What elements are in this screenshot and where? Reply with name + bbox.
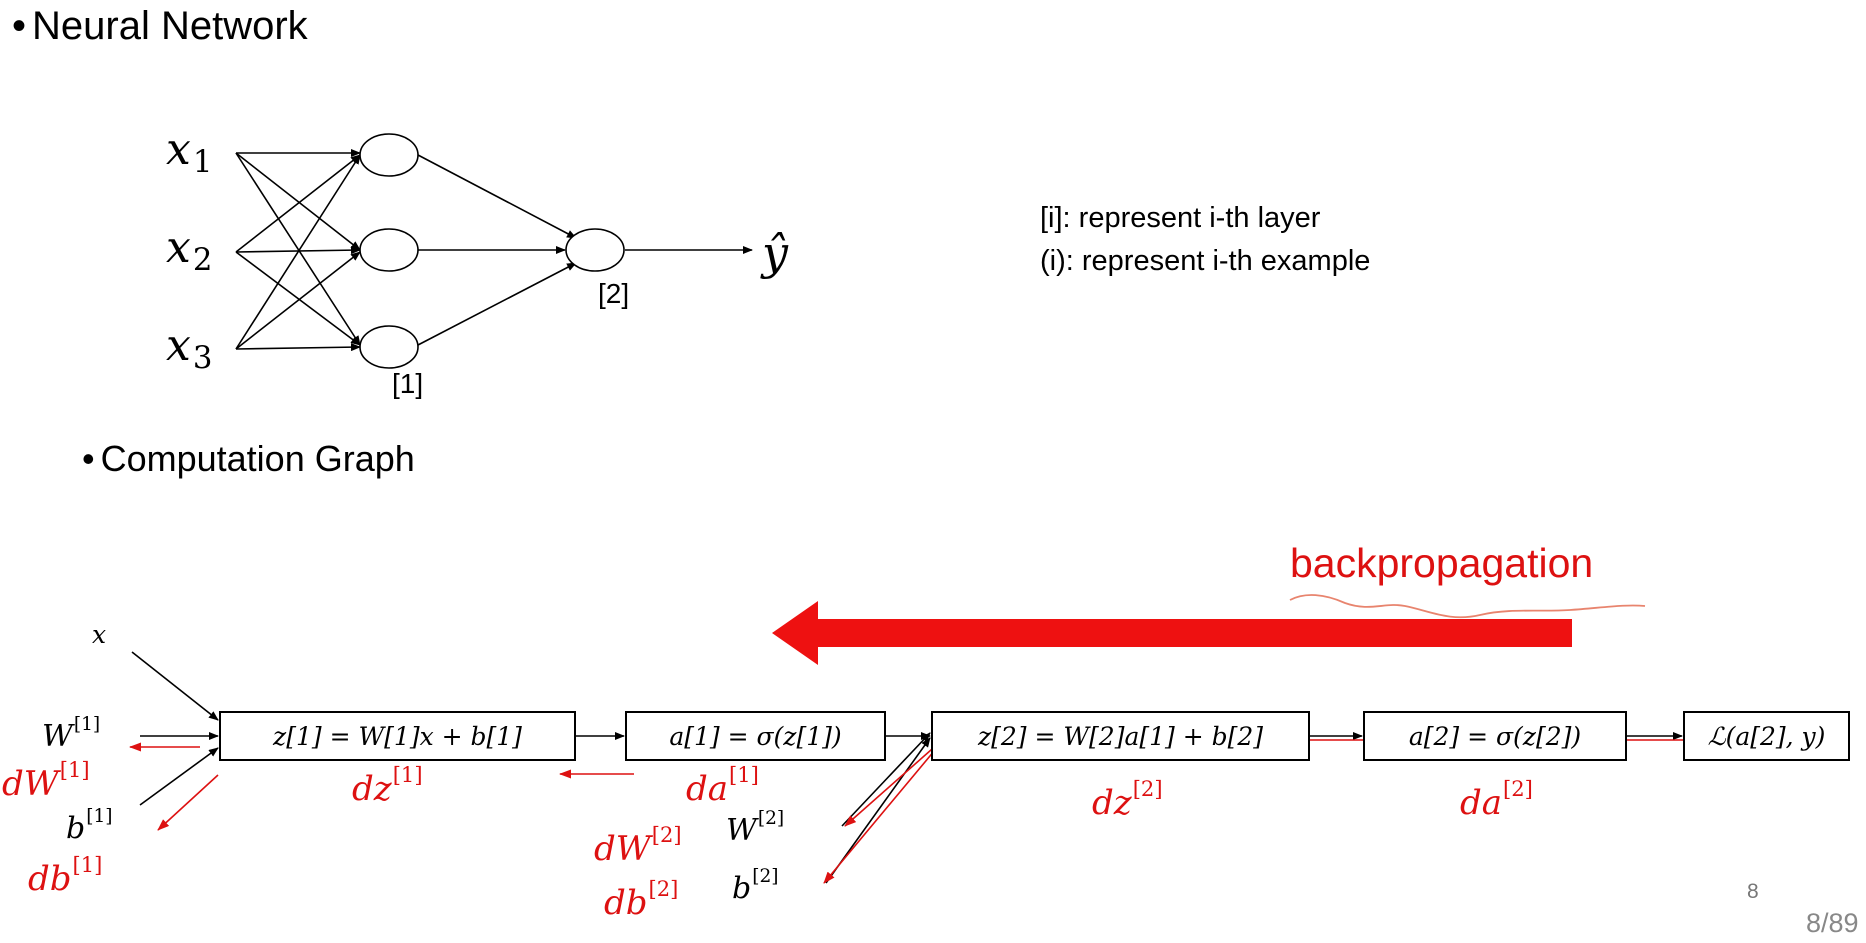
slide-number: 8 (1747, 880, 1759, 903)
var-b2-base: b (732, 870, 752, 906)
input-x2-base: x (166, 222, 191, 273)
subtitle-text: Computation Graph (100, 438, 415, 479)
grad-dz2: dz[2] (1092, 776, 1163, 823)
input-x1-base: x (166, 124, 191, 175)
var-W1: W[1] (42, 714, 100, 754)
grad-dz2-sup: [2] (1132, 776, 1163, 801)
grad-dW2: dW[2] (594, 822, 682, 869)
grad-da1: da[1] (686, 762, 759, 809)
grad-da2-sup: [2] (1503, 776, 1533, 801)
node-z2: z[2] = W[2]a[1] + b[2] (931, 711, 1310, 761)
grad-db1: db[1] (28, 852, 102, 899)
page-counter: 8/89 (1806, 908, 1859, 938)
legend-example-note: (i): represent i-th example (1040, 245, 1371, 277)
var-W1-base: W (42, 718, 73, 754)
hidden-node-3 (359, 325, 419, 369)
input-x3: x3 (166, 320, 212, 376)
grad-dz1-sup: [1] (392, 762, 423, 787)
grad-db2-base: db (604, 882, 648, 923)
hidden-output-edges (417, 154, 753, 346)
title-text: Neural Network (32, 4, 308, 48)
var-W1-sup: [1] (73, 714, 101, 735)
backprop-label: backpropagation (1290, 540, 1594, 586)
output-node (565, 228, 625, 272)
input-x2: x2 (166, 222, 212, 278)
var-b1: b[1] (66, 806, 113, 846)
var-b1-sup: [1] (86, 806, 113, 827)
var-b2: b[2] (732, 866, 779, 906)
var-W2: W[2] (726, 808, 784, 848)
grad-dW2-sup: [2] (651, 822, 682, 847)
grad-db2: db[2] (604, 876, 678, 923)
node-a2: a[2] = σ(z[2]) (1363, 711, 1627, 761)
legend-layer-note: [i]: represent i-th layer (1040, 202, 1321, 234)
grad-da1-sup: [1] (729, 762, 759, 787)
grad-db2-sup: [2] (648, 876, 679, 901)
input-x3-index: 3 (192, 339, 213, 376)
subtitle-bullet: • (82, 438, 95, 479)
slide-title: •Neural Network (12, 4, 308, 49)
node-a1: a[1] = σ(z[1]) (625, 711, 886, 761)
var-W2-sup: [2] (757, 808, 785, 829)
input-x2-index: 2 (192, 241, 213, 278)
hidden-layer-label: [1] (392, 368, 424, 399)
grad-dW1-base: dW (2, 763, 59, 804)
node-z1: z[1] = W[1]x + b[1] (219, 711, 576, 761)
var-b1-base: b (66, 810, 86, 846)
var-b2-sup: [2] (752, 866, 779, 887)
var-x: x (92, 620, 107, 649)
grad-dW1: dW[1] (2, 757, 90, 804)
grad-dW2-base: dW (594, 828, 651, 869)
output-y-hat: ŷ (762, 226, 788, 280)
input-x1: x1 (166, 124, 212, 180)
title-bullet: • (12, 4, 27, 48)
hidden-node-1 (359, 133, 419, 177)
grad-dz2-base: dz (1092, 782, 1132, 823)
var-W2-base: W (726, 812, 757, 848)
grad-da2: da[2] (1460, 776, 1533, 823)
grad-dz1: dz[1] (352, 762, 423, 809)
hidden-node-2 (359, 228, 419, 272)
subtitle: •Computation Graph (82, 438, 415, 480)
backprop-arrow (772, 594, 1646, 665)
grad-dW1-sup: [1] (59, 757, 90, 782)
grad-da1-base: da (686, 768, 729, 809)
input-x3-base: x (166, 320, 191, 371)
input-hidden-edges (235, 149, 361, 352)
grad-da2-base: da (1460, 782, 1503, 823)
output-layer-label: [2] (598, 278, 630, 309)
grad-db1-sup: [1] (72, 852, 103, 877)
node-loss: ℒ(a[2], y) (1683, 711, 1850, 761)
input-x1-index: 1 (192, 143, 213, 180)
grad-db1-base: db (28, 858, 72, 899)
grad-dz1-base: dz (352, 768, 392, 809)
